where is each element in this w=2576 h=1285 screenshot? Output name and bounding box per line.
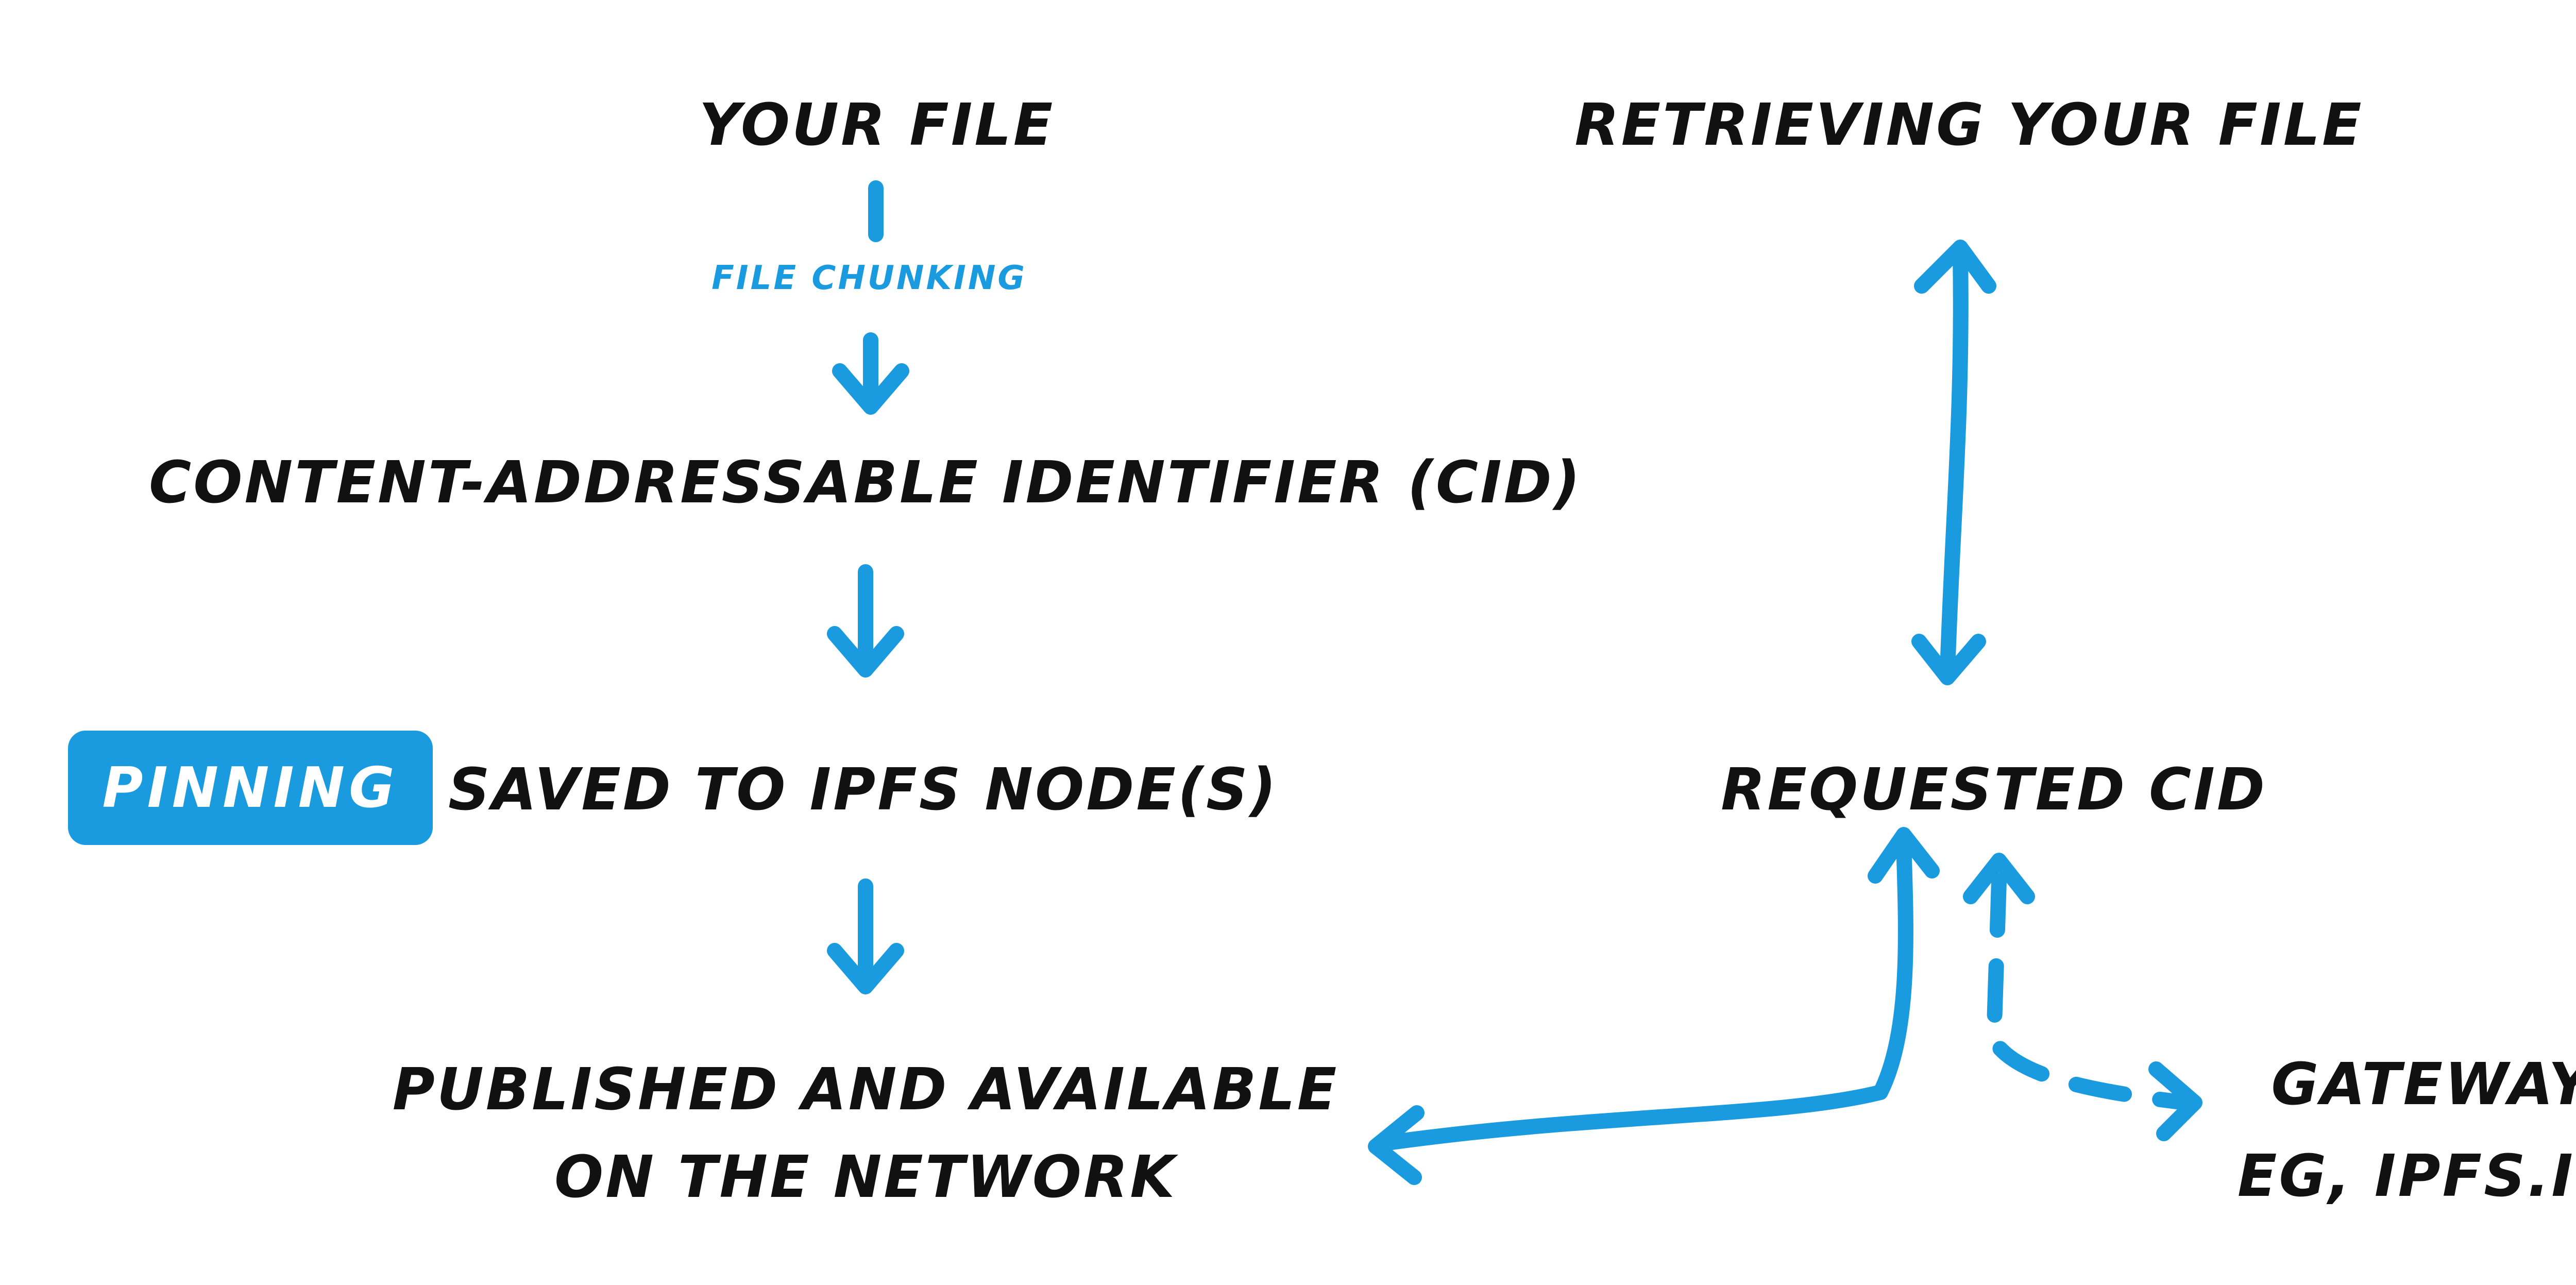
cid-label: Content-addressable identifier (CID) [149,449,1582,516]
published-label-line1: Published and available [392,1056,1339,1123]
arrow-published-link [1373,835,1913,1152]
dashed-arrow-gateway [1986,873,2192,1110]
dashed-arrow-gateway-head-right [2148,1061,2202,1141]
saved-to-nodes-label: Saved to IPFS node(s) [448,756,1278,823]
arrow-to-saved [827,564,904,678]
gateway-example-label: eg, ipfs.io [2237,1143,2576,1210]
dashed-arrow-gateway-head-up [1963,853,2035,904]
file-chunking-label: File chunking [711,259,1027,297]
retrieving-label: Retrieving your file [1574,92,2364,159]
published-label-line2: on the network [554,1144,1177,1211]
pinning-badge: pinning [68,731,433,845]
double-arrow-retrieve-bottom-head [1911,634,1986,685]
double-arrow-retrieve [1940,247,1969,680]
gateway-label: Gateway [2271,1051,2576,1118]
arrow-to-published [827,878,904,994]
arrow-published-link-head-up [1868,827,1940,884]
requested-cid-label: Requested CID [1721,756,2267,823]
double-arrow-retrieve-top-head [1914,240,1996,294]
your-file-label: Your file [699,92,1055,159]
arrow-published-link-head-left [1368,1105,1425,1185]
arrow-to-cid [832,332,909,415]
